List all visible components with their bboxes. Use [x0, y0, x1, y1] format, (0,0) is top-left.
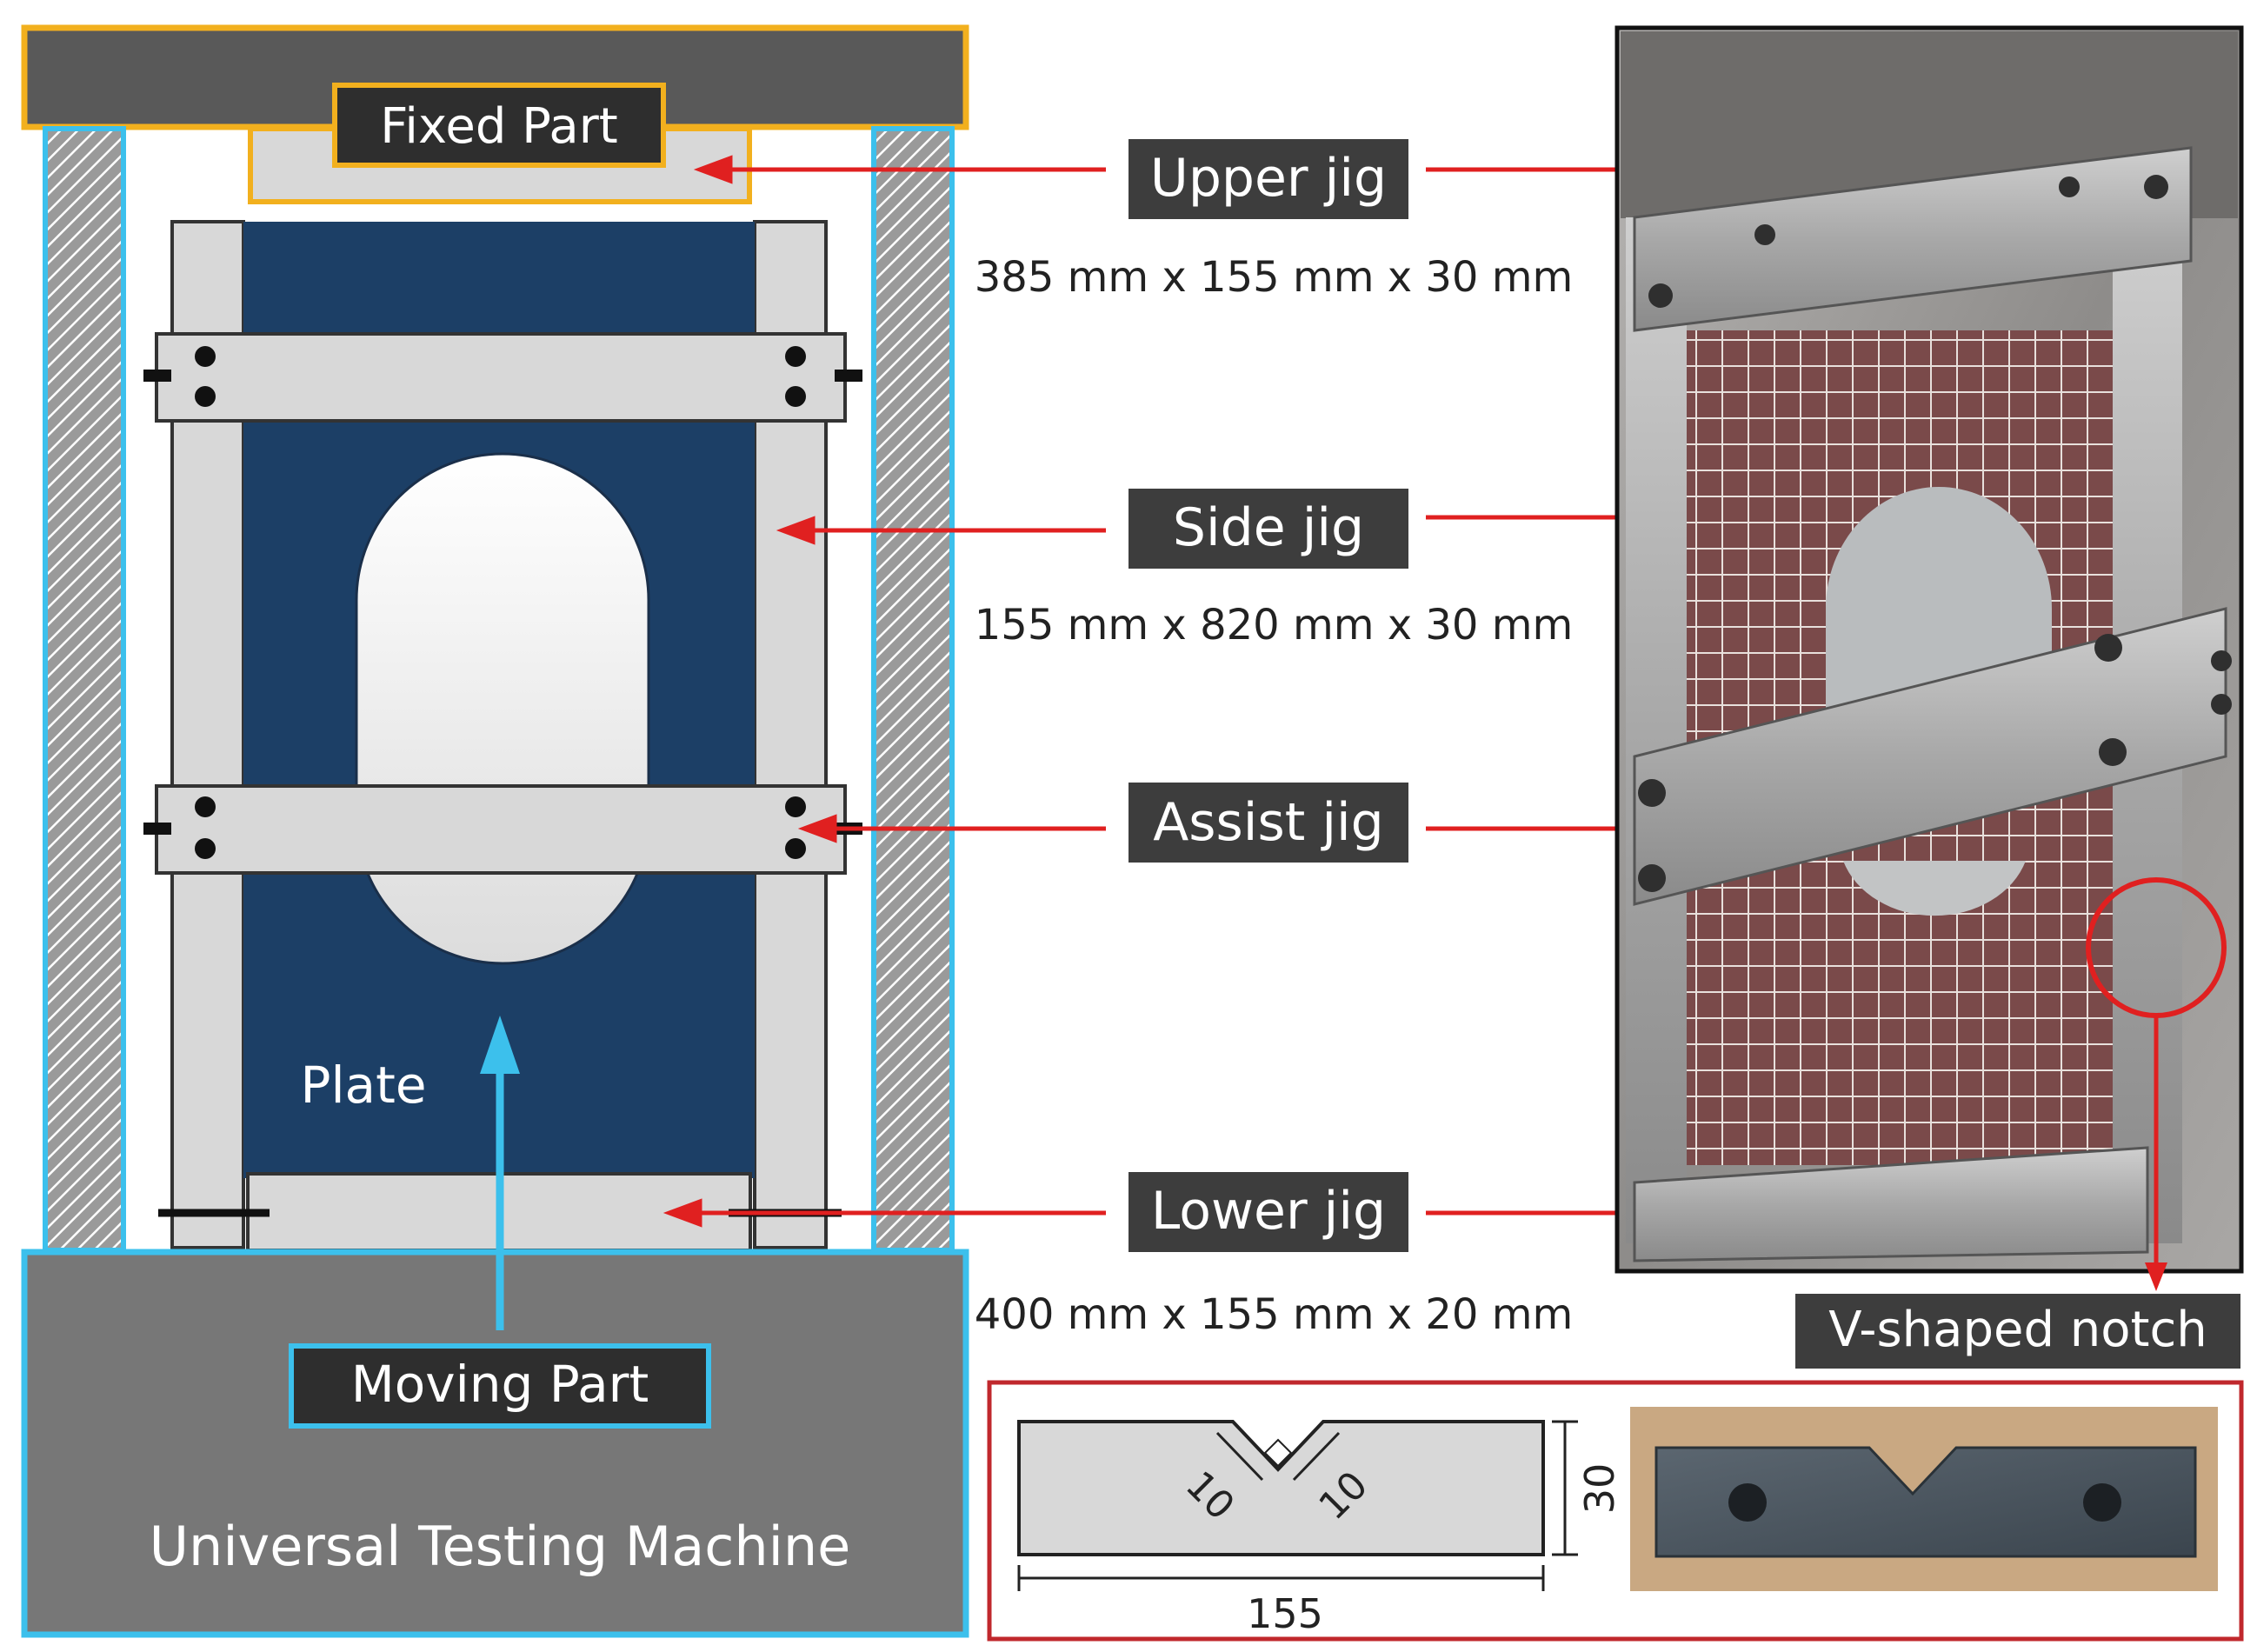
plate-label: Plate [300, 1056, 426, 1115]
right-column [871, 126, 955, 1253]
upper-jig-label: Upper jig [1150, 148, 1387, 209]
upper-jig-label-box [1128, 139, 1408, 219]
v-notch-label: V-shaped notch [1828, 1302, 2207, 1358]
notch-pointer-head [2145, 1262, 2167, 1291]
assist-jig-label-box [1128, 783, 1408, 863]
plate-oval-cutout [355, 452, 650, 965]
left-column [43, 126, 126, 1253]
length-dim: 155 [1247, 1590, 1323, 1637]
lower-jig-label-box [1128, 1172, 1408, 1252]
side-jig-callout: Side jig 155 mm x 820 mm x 30 mm [975, 489, 1573, 649]
moving-part-label: Moving Part [351, 1355, 649, 1414]
moving-arrow-head [480, 1016, 520, 1074]
assist-bar-upper [143, 332, 862, 423]
fixed-part-label: Fixed Part [380, 98, 617, 155]
side-jig-label: Side jig [1173, 497, 1364, 558]
jig-callouts [662, 155, 1781, 1228]
assist-jig-label: Assist jig [1153, 792, 1384, 853]
fixed-part-label-box [332, 83, 666, 168]
machine-base [21, 1249, 969, 1638]
schematic: Fixed Part Plate Moving Part Universal T… [21, 24, 969, 1638]
side-jig-label-box [1128, 489, 1408, 569]
upper-jig-dims: 385 mm x 155 mm x 30 mm [975, 253, 1573, 302]
upper-jig-callout: Upper jig 385 mm x 155 mm x 30 mm [975, 139, 1573, 302]
notch-drawing: 10 10 30 155 [1017, 1420, 1623, 1637]
lower-jig-label: Lower jig [1151, 1181, 1386, 1242]
machine-label: Universal Testing Machine [150, 1515, 851, 1578]
lower-jig-dims: 400 mm x 155 mm x 20 mm [975, 1290, 1573, 1339]
assist-jig-callout: Assist jig [1128, 783, 1408, 863]
v-notch-label-box [1795, 1294, 2240, 1369]
moving-part-label-box [289, 1343, 711, 1429]
notch-sample-photo [1630, 1407, 2218, 1591]
lower-jig-callout: Lower jig 400 mm x 155 mm x 20 mm [975, 1172, 1573, 1339]
jig-photo [1615, 25, 2244, 1274]
assist-bar-lower [143, 784, 862, 875]
height-dim: 30 [1576, 1463, 1623, 1515]
side-jig-dims: 155 mm x 820 mm x 30 mm [975, 601, 1573, 649]
